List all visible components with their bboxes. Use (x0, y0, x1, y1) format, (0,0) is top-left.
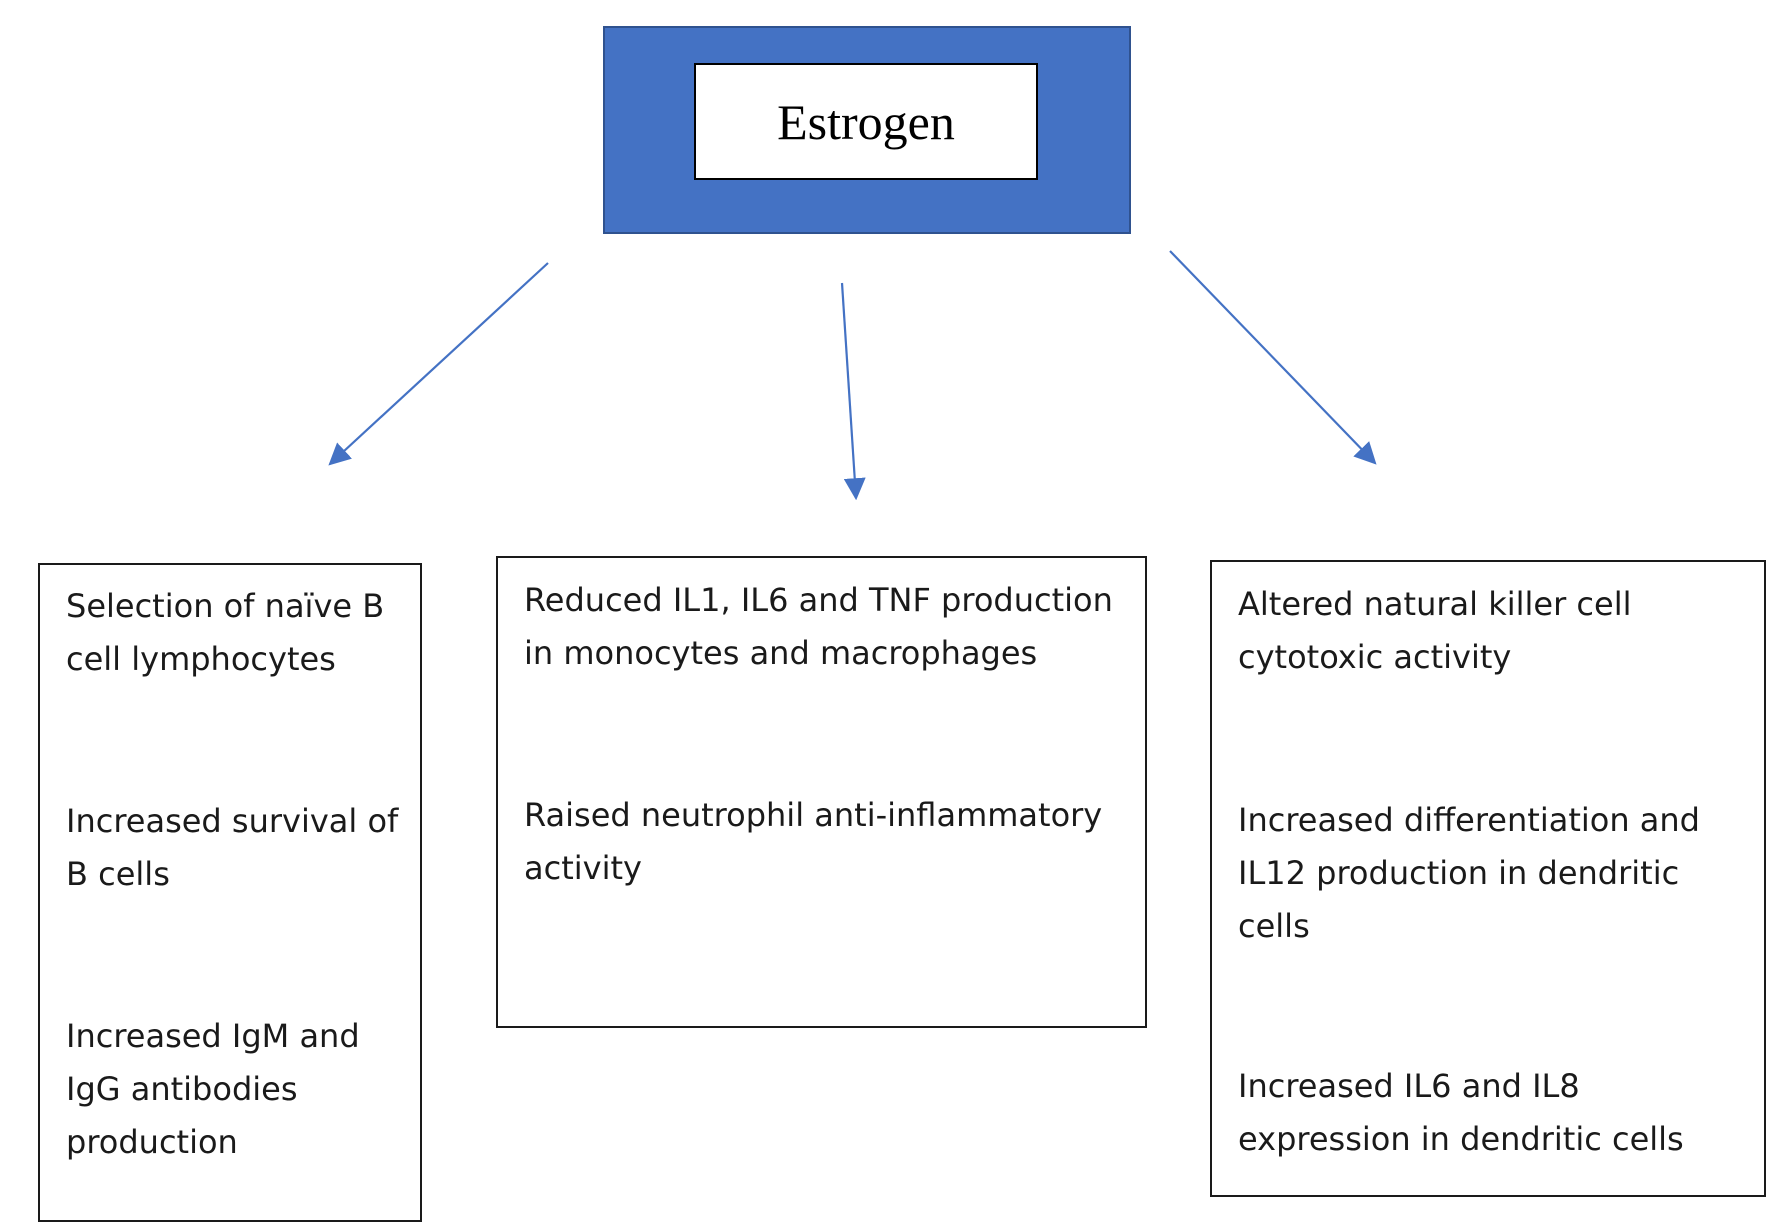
effect-item: Selection of naïve B cell lymphocytes (66, 587, 385, 678)
arrow-to-right-box (1169, 250, 1377, 465)
effect-item: Increased IL6 and IL8 expression in dend… (1238, 1067, 1684, 1158)
effect-item: Raised neutrophil anti-inflammatory acti… (524, 796, 1103, 887)
estrogen-label: Estrogen (694, 63, 1038, 180)
effect-item: Reduced IL1, IL6 and TNF production in m… (524, 581, 1113, 672)
arrow-to-middle-box (840, 282, 866, 501)
nk-dendritic-effects-box: Altered natural killer cell cytotoxic ac… (1210, 560, 1766, 1197)
effect-item: Increased differentiation and IL12 produ… (1238, 801, 1700, 945)
innate-effects-box: Reduced IL1, IL6 and TNF production in m… (496, 556, 1147, 1028)
arrow-to-left-box (328, 262, 549, 466)
effect-item: Increased survival of B cells (66, 802, 399, 893)
effect-item: Increased IgM and IgG antibodies product… (66, 1017, 360, 1161)
b-cell-effects-box: Selection of naïve B cell lymphocytes In… (38, 563, 422, 1222)
effect-item: Altered natural killer cell cytotoxic ac… (1238, 585, 1632, 676)
